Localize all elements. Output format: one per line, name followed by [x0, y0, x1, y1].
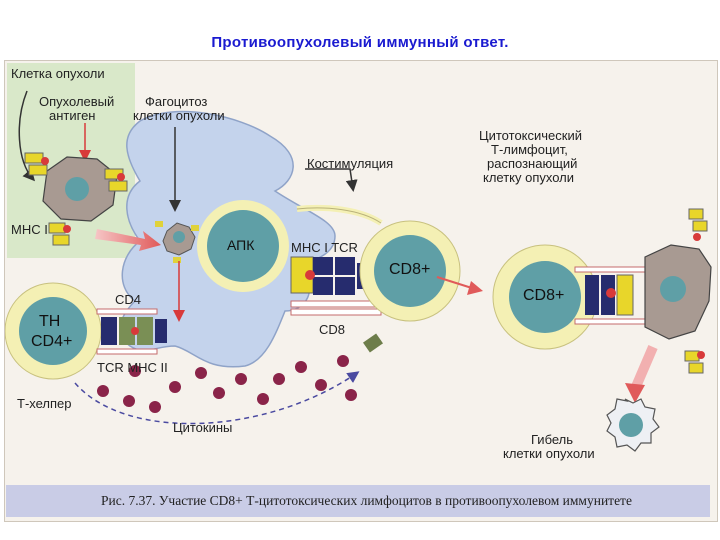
- label-tumor-cell: Клетка опухоли: [11, 66, 105, 81]
- label-tcr-mhc2: TCR MHC II: [97, 360, 168, 375]
- label-ctl-4: клетку опухоли: [483, 170, 575, 185]
- label-tumor-antigen-2: антиген: [49, 108, 96, 123]
- label-phagocytosis-1: Фагоцитоз: [145, 94, 208, 109]
- label-ctl-2: Т-лимфоцит,: [491, 142, 568, 157]
- label-cytokines: Цитокины: [173, 420, 233, 435]
- diagram-figure: Клетка опухоли Опухолевый антиген Фагоци…: [4, 60, 718, 522]
- label-death-1: Гибель: [531, 432, 574, 447]
- label-t-helper: Т-хелпер: [17, 396, 72, 411]
- label-cd8-small: CD8: [319, 322, 346, 337]
- label-cd8-cell-1: CD8+: [389, 261, 431, 278]
- label-death-2: клетки опухоли: [503, 446, 595, 461]
- figure-caption: Рис. 7.37. Участие CD8+ Т-цитотоксически…: [6, 485, 710, 517]
- apc-nucleus: [207, 210, 279, 282]
- label-th-2: CD4+: [31, 333, 73, 350]
- label-phagocytosis-2: клетки опухоли: [133, 108, 225, 123]
- slide-title: Противоопухолевый иммунный ответ.: [211, 34, 509, 51]
- label-ctl-1: Цитотоксический: [479, 128, 582, 143]
- label-costimulation: Костимуляция: [307, 156, 394, 171]
- label-cd8-cell-2: CD8+: [523, 287, 565, 304]
- label-ctl-3: распознающий: [487, 156, 578, 171]
- label-apc: АПК: [227, 237, 255, 253]
- label-th-1: TH: [39, 313, 61, 330]
- label-tumor-antigen-1: Опухолевый: [39, 94, 115, 109]
- tumor-cell-left-nucleus: [65, 177, 89, 201]
- label-cd4-small: CD4: [115, 292, 142, 307]
- label-mhc1-tcr: MHC I TCR: [291, 240, 358, 255]
- diagram-svg: [5, 63, 712, 452]
- label-mhc1-left: MHC I: [11, 222, 48, 237]
- cytokine-dots: [97, 355, 357, 413]
